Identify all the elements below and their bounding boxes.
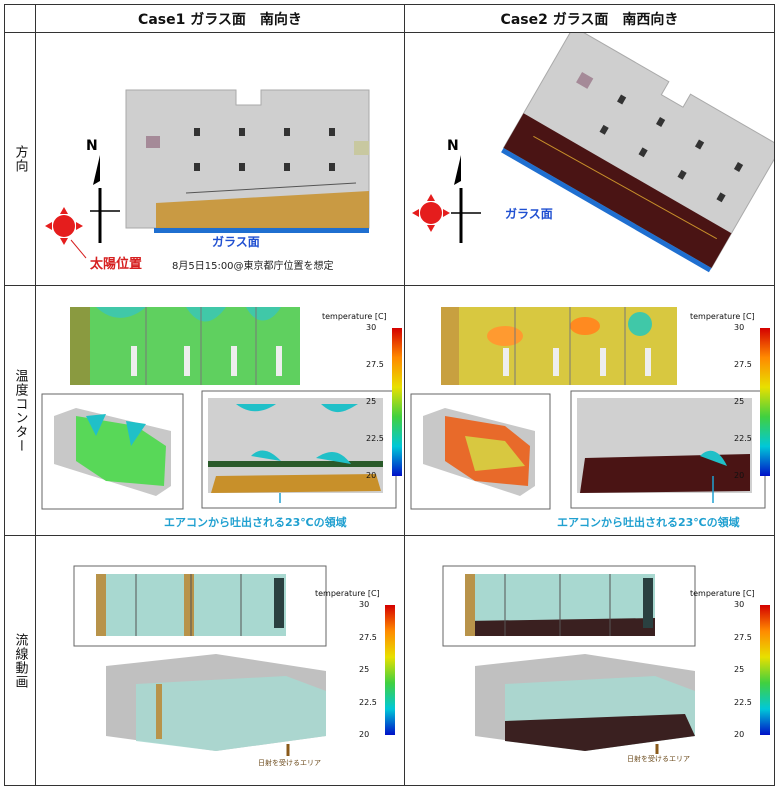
north-label-case2: N xyxy=(447,138,459,154)
corner-cell xyxy=(5,5,36,33)
colorbar-tick: 25 xyxy=(359,665,370,674)
colorbar-tick: 22.5 xyxy=(366,434,384,443)
colorbar-tick: 27.5 xyxy=(366,360,384,369)
case1-temperature-views xyxy=(41,307,397,510)
temperature-colorbar xyxy=(392,328,402,476)
ac-note-case2: エアコンから吐出される23℃の領域 xyxy=(557,516,740,529)
colorbar-tick: 22.5 xyxy=(734,434,752,443)
colorbar-tick: 27.5 xyxy=(734,632,752,642)
sunlit-area-case1: 日射を受けるエリア xyxy=(258,759,321,767)
colorbar-tick: 30 xyxy=(734,600,745,609)
case1-streamline-panel: 日射を受けるエリア xyxy=(36,536,405,785)
case2-streamline-panel: 日射を受けるエリア xyxy=(405,536,774,785)
temperature-colorbar xyxy=(385,605,395,735)
colorbar-tick: 30 xyxy=(734,323,745,332)
case1-streamline-views xyxy=(73,565,327,756)
glass-label-case2: ガラス面 xyxy=(505,207,553,221)
comparison-table: Case1 ガラス面 南向き Case2 ガラス面 南西向き 方向 xyxy=(4,4,775,786)
case2-floorplan xyxy=(412,33,774,273)
ac-note-case1: エアコンから吐出される23℃の領域 xyxy=(164,516,347,529)
row-label-orientation: 方向 xyxy=(5,33,36,286)
case1-temperature-panel: エアコンから吐出される23℃の領域 xyxy=(36,286,405,536)
row-label-temperature: 温度コンター xyxy=(5,286,36,536)
condition-note: 8月5日15:00@東京都庁位置を想定 xyxy=(172,261,334,272)
colorbar-tick: 25 xyxy=(734,397,745,406)
case1-orientation-panel: N ガラス面 太陽位置 8月5日15:00@東京都庁位置を想定 xyxy=(36,33,405,286)
colorbar-tick: 25 xyxy=(734,665,745,674)
colorbar-tick: 22.5 xyxy=(359,697,377,707)
colorbar-title: temperature [C] xyxy=(322,312,387,321)
colorbar-tick: 20 xyxy=(359,730,370,739)
colorbar-title: temperature [C] xyxy=(690,312,755,321)
colorbar-tick: 30 xyxy=(359,600,370,609)
row-label-streamline: 流線動画 xyxy=(5,536,36,785)
case2-streamline-views xyxy=(442,565,696,754)
glass-label: ガラス面 xyxy=(212,235,260,249)
colorbar-title: temperature [C] xyxy=(315,589,380,598)
sun-position-label: 太陽位置 xyxy=(90,257,143,272)
colorbar-tick: 27.5 xyxy=(734,360,752,369)
header-case2: Case2 ガラス面 南西向き xyxy=(405,5,774,33)
colorbar-tick: 27.5 xyxy=(359,632,377,642)
temperature-colorbar xyxy=(760,328,770,476)
colorbar-tick: 30 xyxy=(366,323,377,332)
case2-temperature-panel: エアコンから吐出される23℃の領域 xyxy=(405,286,774,536)
colorbar-tick: 25 xyxy=(366,397,377,406)
colorbar-tick: 22.5 xyxy=(734,697,752,707)
north-label: N xyxy=(86,138,98,154)
sunlit-area-case2: 日射を受けるエリア xyxy=(627,755,690,763)
colorbar-tick: 20 xyxy=(734,730,745,739)
case1-floorplan xyxy=(45,89,370,259)
case2-temperature-views xyxy=(410,307,766,510)
colorbar-title: temperature [C] xyxy=(690,589,755,598)
colorbar-tick: 20 xyxy=(734,471,745,480)
header-case1: Case1 ガラス面 南向き xyxy=(36,5,405,33)
colorbar-tick: 20 xyxy=(366,471,377,480)
temperature-colorbar xyxy=(760,605,770,735)
case2-orientation-panel: N ガラス面 xyxy=(405,33,774,286)
